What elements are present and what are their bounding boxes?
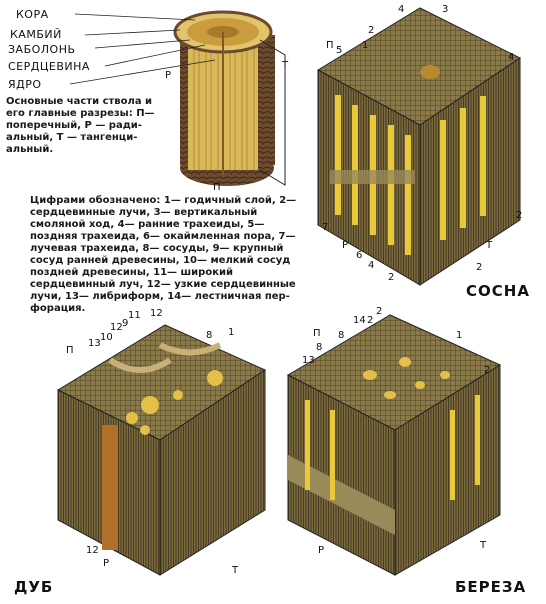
label-pith: СЕРДЦЕВИНА <box>8 60 90 73</box>
trunk-axis-r: Р <box>165 70 172 81</box>
birch-title: БЕРЕЗА <box>455 578 527 596</box>
trunk-axis-t: Т <box>282 60 289 71</box>
birch-block-illustration <box>286 314 502 576</box>
pine-num: 4 <box>508 52 515 63</box>
oak-block-illustration <box>56 324 267 576</box>
oak-num: 9 <box>122 318 129 329</box>
pine-num: 2 <box>476 262 483 273</box>
birch-num: 2 <box>367 315 374 326</box>
pine-num: 2 <box>516 210 523 221</box>
birch-axis-r: Р <box>318 545 325 556</box>
birch-num: 8 <box>338 330 345 341</box>
pine-num: 7 <box>322 222 329 233</box>
birch-axis-t: Т <box>480 540 487 551</box>
oak-num: 8 <box>206 330 213 341</box>
label-sapwood: ЗАБОЛОНЬ <box>8 43 76 56</box>
label-bark: КОРА <box>16 8 49 21</box>
pine-title: СОСНА <box>466 282 530 300</box>
pine-axis-t: Т <box>486 240 493 251</box>
oak-num: 11 <box>128 310 141 321</box>
trunk-illustration <box>69 10 286 186</box>
oak-num: 1 <box>228 327 235 338</box>
birch-num: 2 <box>484 365 491 376</box>
birch-num: 8 <box>316 342 323 353</box>
pine-num: 4 <box>398 4 405 15</box>
oak-num: 12 <box>150 308 163 319</box>
oak-axis-p: П <box>66 345 74 356</box>
birch-num: 13 <box>302 355 315 366</box>
birch-num: 1 <box>456 330 463 341</box>
pine-num: 2 <box>388 272 395 283</box>
pine-axis-p: П <box>326 40 334 51</box>
trunk-axis-p: П <box>213 182 221 193</box>
pine-num: 5 <box>336 45 343 56</box>
oak-axis-t: Т <box>232 565 239 576</box>
oak-num: 12 <box>86 545 99 556</box>
oak-num: 13 <box>88 338 101 349</box>
birch-num: 2 <box>376 306 383 317</box>
oak-num: 10 <box>100 332 113 343</box>
pine-num: 6 <box>356 250 363 261</box>
birch-axis-p: П <box>313 328 321 339</box>
pine-block-illustration <box>316 7 521 286</box>
birch-num: 14 <box>353 315 366 326</box>
pine-num: 1 <box>362 40 369 51</box>
pine-num: 4 <box>368 260 375 271</box>
label-cambium: КАМБИЙ <box>10 28 62 41</box>
oak-num: 12 <box>110 322 123 333</box>
legend-text: Цифрами обозначено: 1— годичный слой, 2—… <box>30 195 297 314</box>
label-heartwood: ЯДРО <box>8 78 42 91</box>
pine-num: 2 <box>368 25 375 36</box>
pine-axis-r: Р <box>342 240 349 251</box>
pine-num: 3 <box>442 4 449 15</box>
oak-axis-r: Р <box>103 558 110 569</box>
trunk-caption: Основные части ствола и его главные разр… <box>6 96 155 155</box>
oak-title: ДУБ <box>14 578 54 596</box>
